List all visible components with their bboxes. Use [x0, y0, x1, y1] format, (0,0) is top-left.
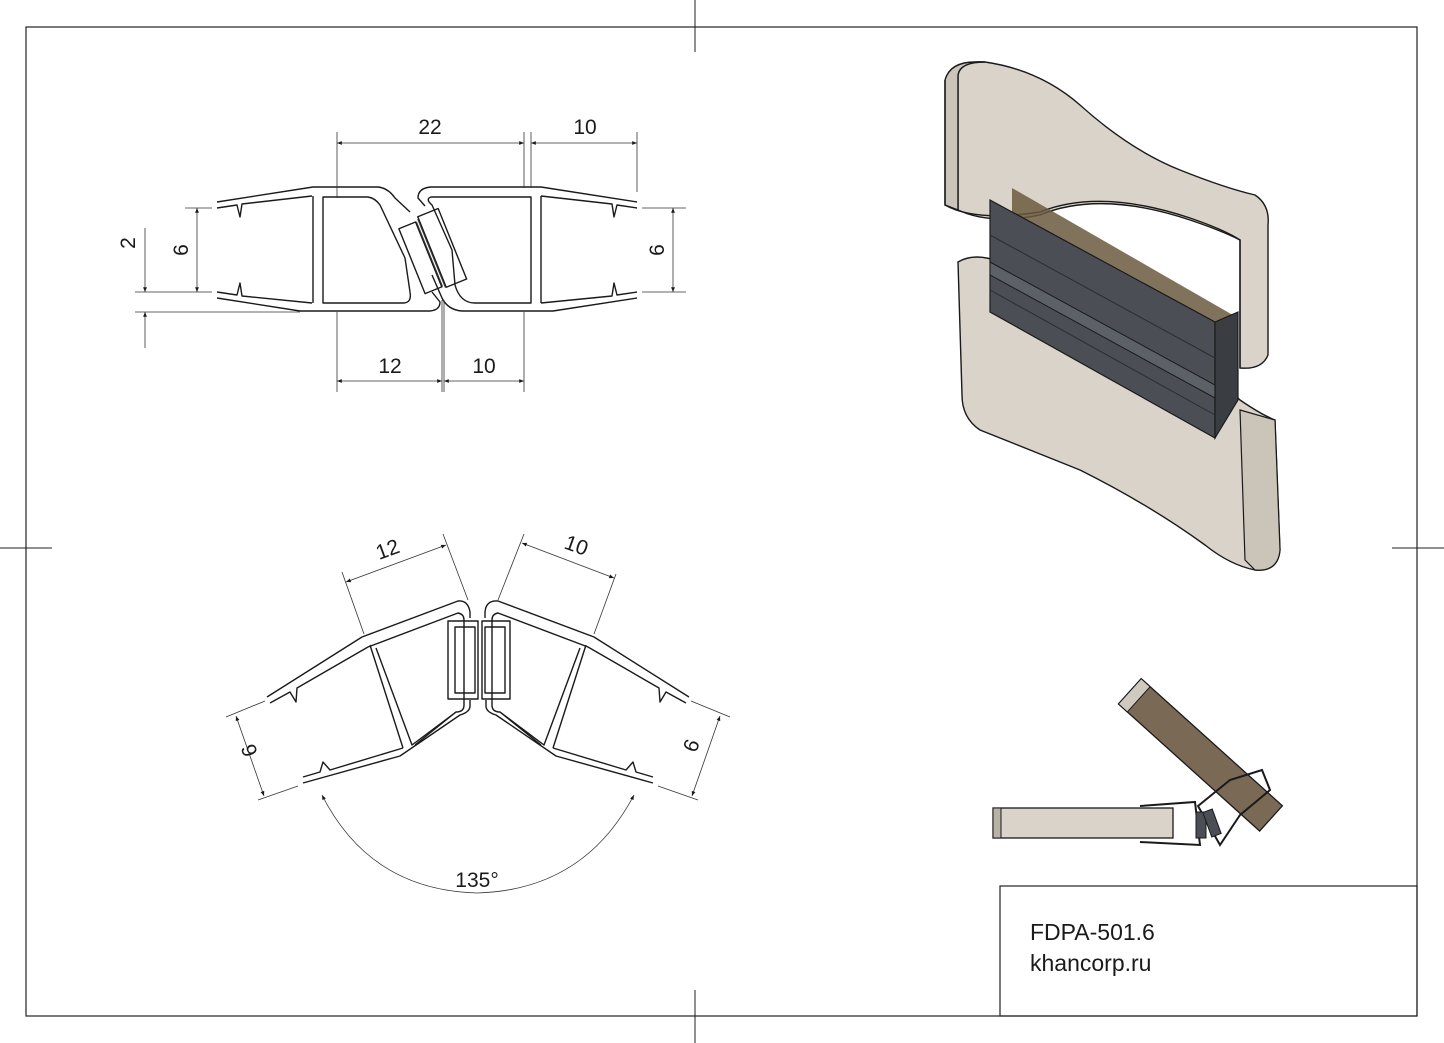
left-profile [216, 186, 441, 312]
dim-2: 2 [117, 237, 140, 249]
straight-profile-drawing: 22 10 6 2 6 12 10 [117, 116, 686, 392]
angled-dim-6-left: 6 [237, 741, 263, 760]
dim-6-right: 6 [646, 244, 669, 256]
angled-profile-drawing: 12 10 6 6 135° [225, 531, 731, 894]
assembly-thumbnail [992, 677, 1284, 847]
upper-glass-panel [944, 61, 1269, 369]
angled-dim-12: 12 [373, 535, 403, 565]
dim-22: 22 [418, 116, 441, 139]
isometric-view [944, 61, 1281, 571]
dim-6-left: 6 [170, 244, 193, 256]
dim-10-bottom: 10 [472, 355, 495, 378]
dim-12-bottom: 12 [378, 355, 401, 378]
sheet-border [25, 26, 1418, 1017]
angled-right-profile [484, 600, 690, 784]
angled-dim-10: 10 [561, 531, 591, 561]
title-block: FDPA-501.6 khancorp.ru [999, 885, 1418, 1017]
website: khancorp.ru [1030, 950, 1151, 976]
magnet-strips [398, 207, 468, 295]
part-number: FDPA-501.6 [1030, 919, 1155, 945]
angled-glass [1117, 677, 1284, 832]
angled-dimensions: 12 10 6 6 135° [225, 531, 731, 894]
angle-135: 135° [455, 869, 498, 892]
straight-dimensions: 22 10 6 2 6 12 10 [117, 116, 686, 392]
angled-left-profile [266, 600, 471, 784]
right-profile [417, 186, 638, 312]
angled-magnet-strips [447, 620, 511, 700]
dim-10-top: 10 [573, 116, 596, 139]
seal-profile-3d [989, 188, 1239, 441]
angled-dim-6-right: 6 [679, 736, 705, 755]
flat-glass [992, 807, 1174, 839]
